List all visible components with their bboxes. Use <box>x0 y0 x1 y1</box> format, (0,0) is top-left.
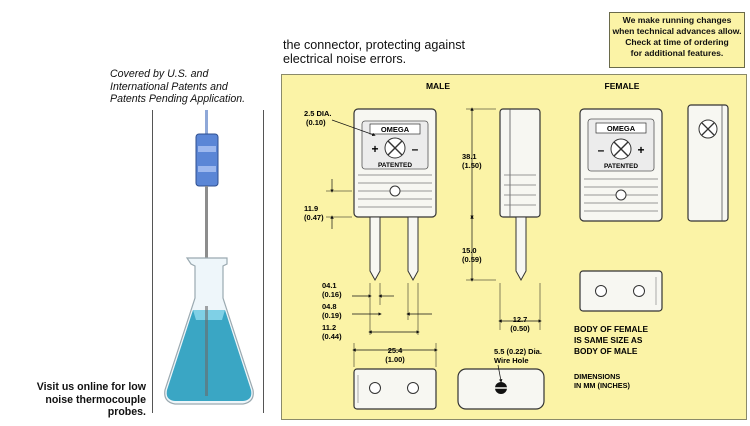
male-side-body <box>499 108 541 218</box>
flask-liquid <box>166 310 252 401</box>
dim-label-15-0: 15.0 <box>462 246 477 255</box>
dims-note-line: DIMENSIONS <box>574 372 620 381</box>
dim-label-38-1-in: (1.50) <box>462 161 482 170</box>
running-changes-notice: We make running changes when technical a… <box>609 12 745 68</box>
screw-slot <box>613 141 629 157</box>
male-bottom-body <box>353 368 437 410</box>
probe-submerged <box>205 306 208 396</box>
wire-hole-label-2: Wire Hole <box>494 356 529 365</box>
male-brand-text: OMEGA <box>381 125 410 134</box>
connector-band <box>198 146 216 152</box>
male-connector-front: OMEGA + – PATENTED <box>353 108 437 282</box>
bottom-hole <box>369 382 381 394</box>
dim-label-11-9: 11.9 <box>304 204 318 213</box>
intro-text: the connector, protecting against electr… <box>283 38 465 66</box>
female-mount-hole <box>615 189 627 201</box>
dim-label-15-0-in: (0.59) <box>462 255 482 264</box>
female-patented-text: PATENTED <box>604 163 638 170</box>
dim-label-2-5-dia-in: (0.10) <box>306 118 326 127</box>
male-plus-sign: + <box>371 142 378 156</box>
male-pin-positive <box>369 216 381 282</box>
female-plus-sign: + <box>637 143 644 157</box>
notice-line: when technical advances allow. <box>612 26 742 36</box>
female-bottom-view <box>579 270 663 312</box>
male-heading: MALE <box>426 81 450 91</box>
male-brand-plate <box>369 123 421 135</box>
wire-hole-view <box>457 368 545 410</box>
dim-label-2-5-dia: 2.5 DIA. <box>304 109 332 118</box>
dim-label-04-1-in: (0.16) <box>322 290 342 299</box>
male-mount-hole <box>389 185 401 197</box>
notice-line: for additional features. <box>630 48 724 58</box>
bottom-hole <box>595 285 607 297</box>
female-side-body <box>687 104 729 222</box>
screw-slot <box>701 122 715 136</box>
female-note-line: IS SAME SIZE AS <box>574 335 643 345</box>
dim-label-12-7: 12.7 <box>513 315 528 324</box>
female-minus-sign: – <box>598 143 605 157</box>
male-pin-negative <box>407 216 419 282</box>
bottom-hole <box>633 285 645 297</box>
dim-label-11-2: 11.2 <box>322 323 336 332</box>
female-bottom-body <box>579 270 663 312</box>
intro-line: electrical noise errors. <box>283 52 407 66</box>
bottom-hole <box>407 382 419 394</box>
dim-label-11-2-in: (0.44) <box>322 332 342 341</box>
dim-label-38-1: 38.1 <box>462 152 477 161</box>
visit-line: probes. <box>107 406 146 418</box>
female-connector-front: OMEGA – + PATENTED <box>579 108 663 222</box>
dims-note-line: IN MM (INCHES) <box>574 381 631 390</box>
dim-label-04-8-in: (0.19) <box>322 311 342 320</box>
male-bottom-view <box>353 368 437 410</box>
female-note-line: BODY OF FEMALE <box>574 324 649 334</box>
notice-line: We make running changes <box>622 15 732 25</box>
female-note-line: BODY OF MALE <box>574 346 638 356</box>
male-patented-text: PATENTED <box>378 162 412 169</box>
visit-online-text: Visit us online for low noise thermocoup… <box>8 381 146 419</box>
leader-line <box>497 364 503 383</box>
notice-line: Check at time of ordering <box>625 37 729 47</box>
connector-band <box>198 166 216 172</box>
connector-dimension-drawing: MALE FEMALE OMEGA + – PATENTED 2.5 DIA. <box>304 81 729 410</box>
probe-connector-icon <box>195 133 219 187</box>
male-side-pin <box>515 216 527 282</box>
female-heading: FEMALE <box>605 81 640 91</box>
female-brand-plate <box>595 122 647 134</box>
patents-line: Patents Pending Application. <box>110 93 246 105</box>
flask-probe-illustration <box>164 110 254 405</box>
female-brand-text: OMEGA <box>607 124 636 133</box>
dim-label-04-8: 04.8 <box>322 302 337 311</box>
female-connector-side <box>687 104 729 222</box>
dimension-diagram-panel: MALE FEMALE OMEGA + – PATENTED 2.5 DIA. <box>281 74 747 420</box>
dim-label-11-9-in: (0.47) <box>304 213 324 222</box>
male-minus-sign: – <box>412 142 419 156</box>
wire-hole-label-1: 5.5 (0.22) Dia. <box>494 347 542 356</box>
male-connector-side <box>499 108 541 282</box>
leader-line <box>331 119 376 137</box>
photo-frame <box>152 110 264 413</box>
probe-wire-top <box>205 110 208 140</box>
dim-label-25-4: 25.4 <box>388 346 403 355</box>
dim-label-04-1: 04.1 <box>322 281 337 290</box>
patents-line: Covered by U.S. and <box>110 68 209 80</box>
dim-label-25-4-in: (1.00) <box>385 355 405 364</box>
patents-line: International Patents and <box>110 80 228 93</box>
patents-caption: Covered by U.S. and International Patent… <box>110 68 280 106</box>
visit-line: noise thermocouple <box>45 393 146 406</box>
liquid-surface <box>193 310 225 320</box>
visit-line: Visit us online for low <box>36 381 146 393</box>
intro-line: the connector, protecting against <box>283 38 466 52</box>
screw-slot <box>387 140 403 156</box>
dim-label-12-7-in: (0.50) <box>510 324 530 333</box>
